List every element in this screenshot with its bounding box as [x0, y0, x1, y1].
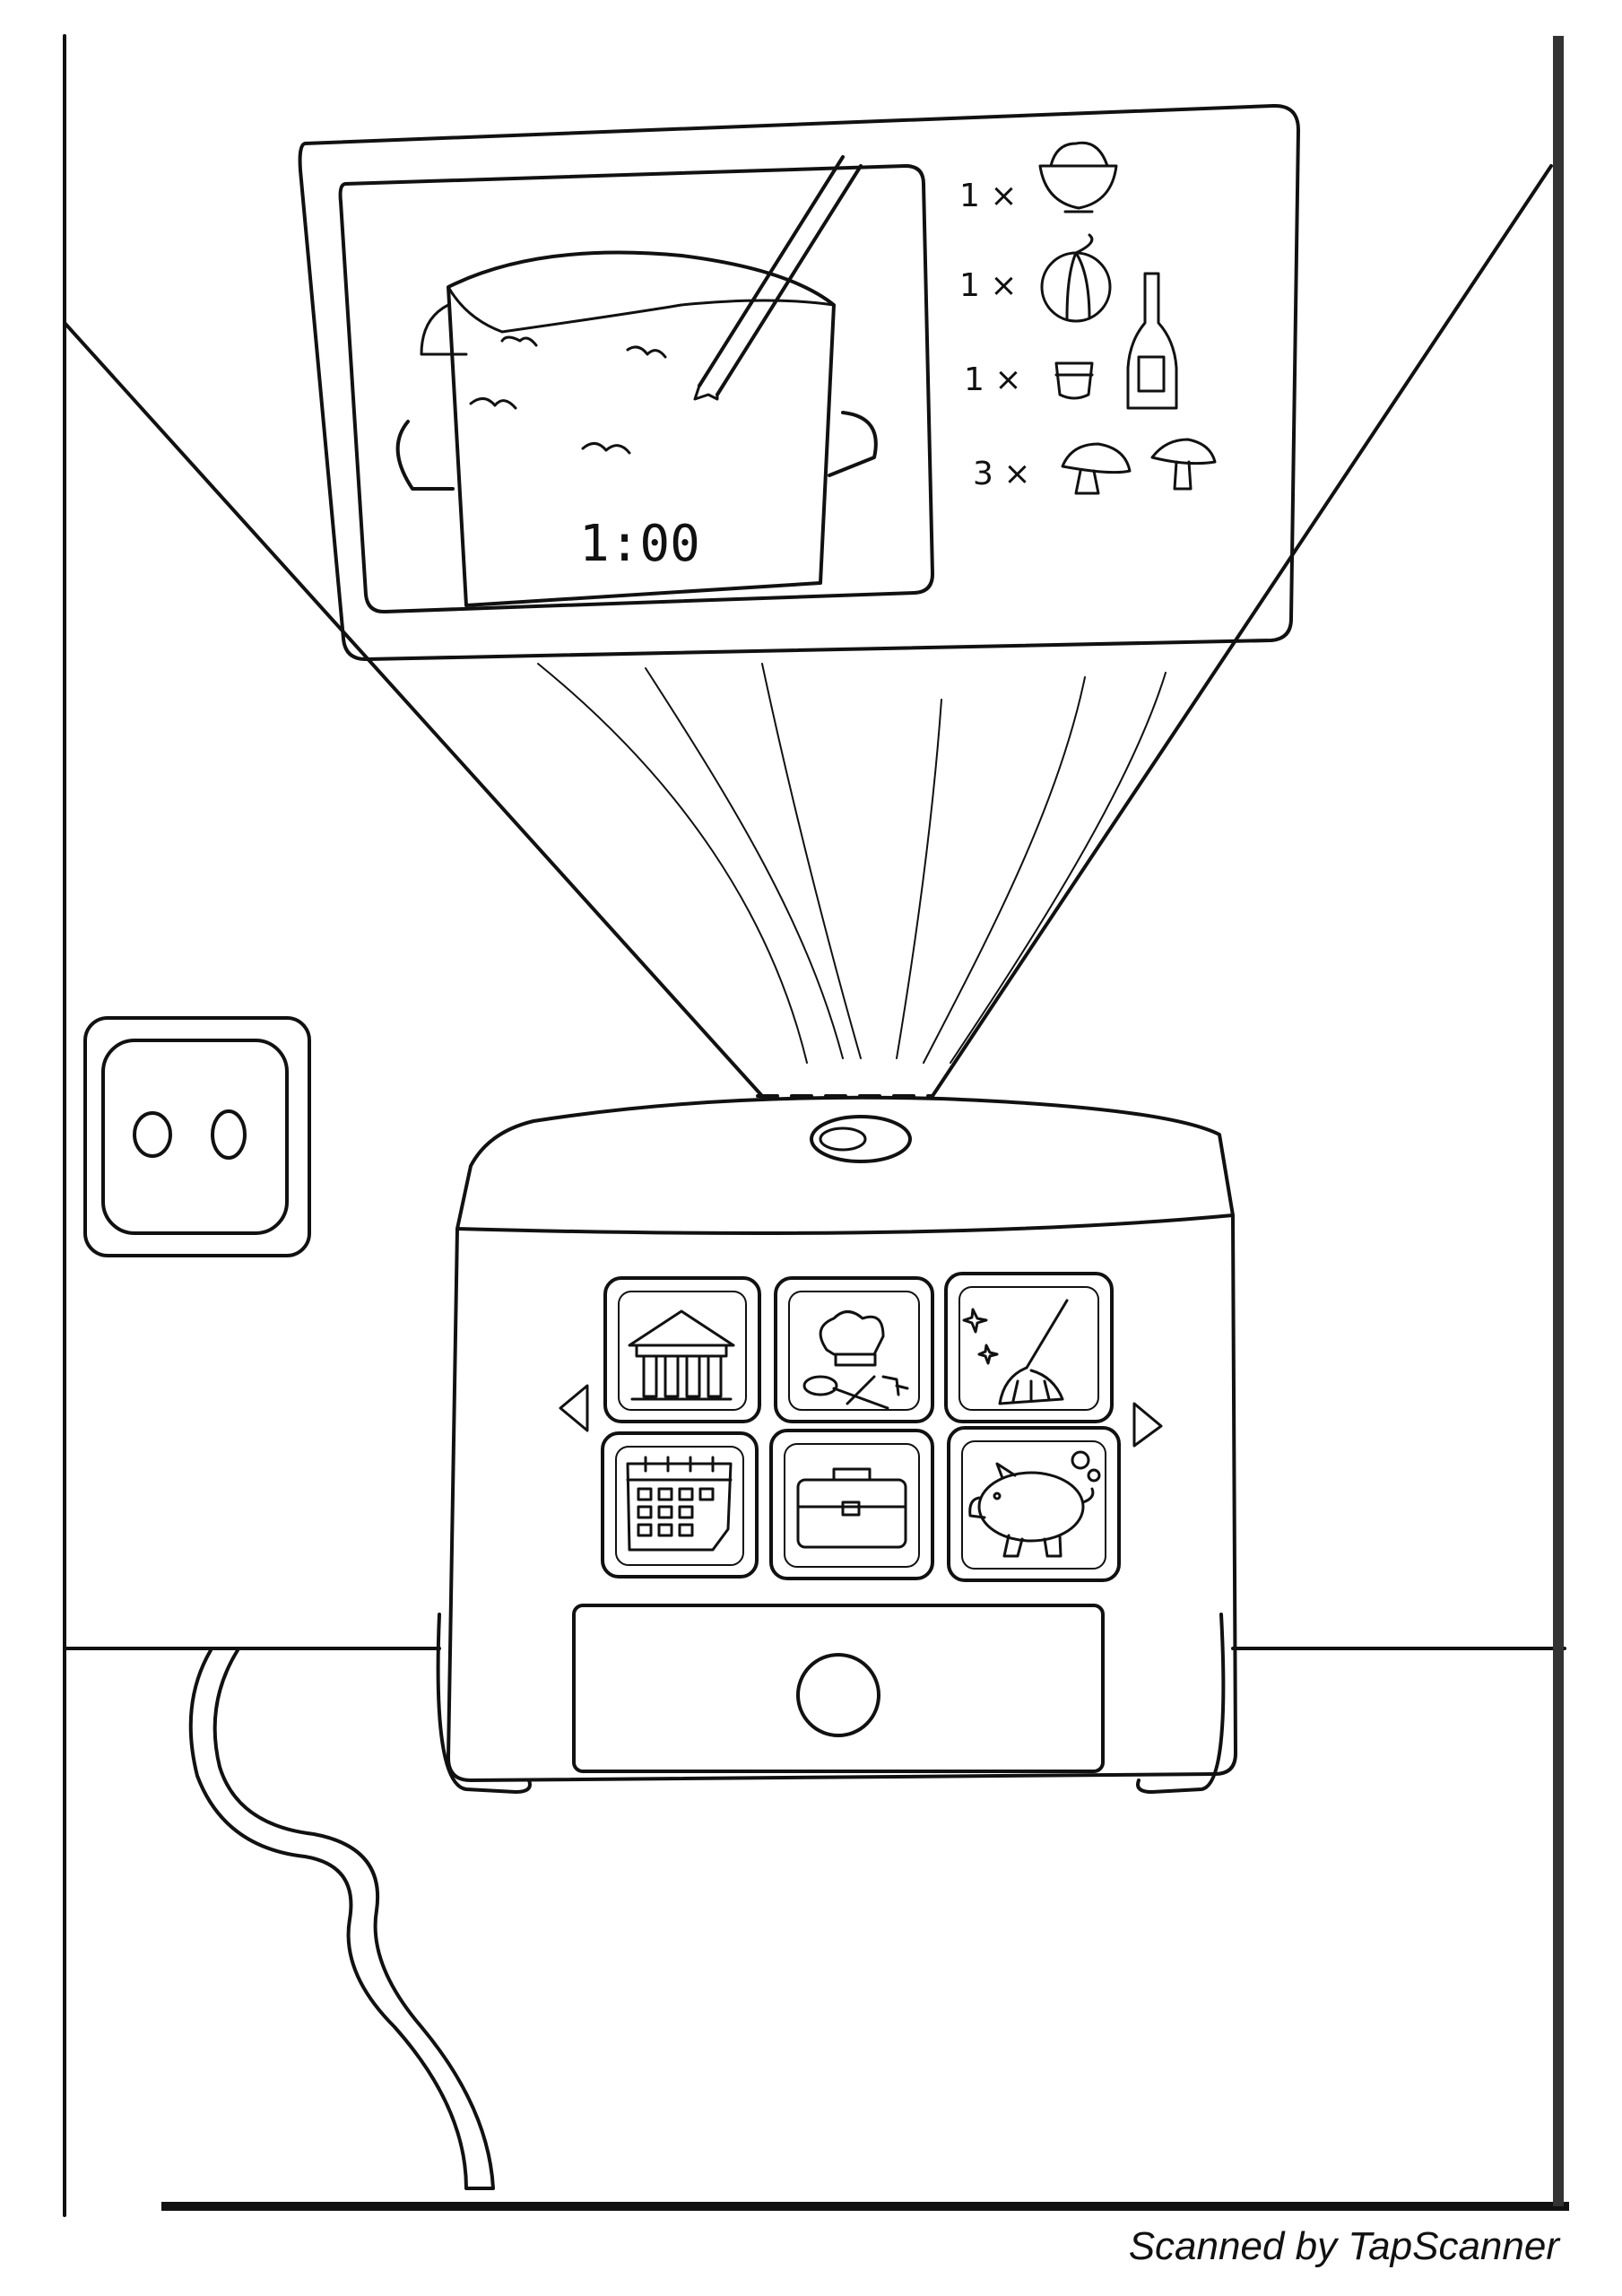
bottom-scan-edge	[161, 2202, 1569, 2211]
menu-tile-museum[interactable]	[603, 1276, 761, 1423]
power-cable	[188, 1648, 495, 2190]
device-wheel-right	[1136, 1613, 1226, 1794]
cleaning-broom-icon	[962, 1299, 1069, 1405]
menu-tile-cleaning[interactable]	[944, 1272, 1114, 1423]
projected-recipe-screen: 1:00 1 × 1 × 1 ×	[298, 103, 1300, 662]
ingredient-list: 1 × 1 × 1 ×	[959, 141, 1217, 495]
device-body	[447, 1213, 1237, 1782]
museum-icon	[628, 1309, 735, 1401]
piggy-bank-icon	[968, 1450, 1101, 1558]
wine-bottle-icon	[1126, 272, 1178, 410]
cooking-timer: 1:00	[579, 515, 700, 573]
projection-beam	[63, 164, 1553, 1098]
video-frame	[338, 164, 934, 614]
briefcase-icon	[796, 1467, 907, 1549]
rice-bowl-icon	[1038, 141, 1118, 213]
menu-tile-savings[interactable]	[947, 1426, 1121, 1582]
ingredient-qty-4: 3 ×	[973, 456, 1031, 492]
projector-lens[interactable]	[810, 1115, 912, 1163]
socket-hole-right	[211, 1109, 247, 1160]
menu-tile-cooking[interactable]	[774, 1276, 934, 1423]
device-menu-screen	[559, 1272, 1163, 1582]
socket-hole-left	[133, 1111, 172, 1158]
cooking-pot-illustration	[395, 155, 878, 607]
cup-icon	[1054, 361, 1094, 400]
scanner-watermark: Scanned by TapScanner	[1128, 2224, 1559, 2268]
device-drawer[interactable]	[572, 1604, 1105, 1773]
menu-tile-work[interactable]	[769, 1429, 934, 1580]
ingredient-qty-2: 1 ×	[959, 267, 1018, 304]
onion-icon	[1040, 233, 1112, 323]
device-wheel-left	[436, 1613, 532, 1794]
nav-left-arrow[interactable]	[559, 1384, 589, 1432]
wall-socket	[83, 1016, 311, 1257]
ingredient-qty-3: 1 ×	[964, 361, 1022, 398]
calendar-icon	[626, 1456, 733, 1552]
drawer-knob[interactable]	[796, 1653, 880, 1737]
nav-right-arrow[interactable]	[1132, 1402, 1163, 1448]
projection-frame	[298, 103, 1300, 662]
projector-device	[436, 1094, 1237, 1794]
right-scan-edge	[1553, 36, 1564, 2206]
chef-cooking-icon	[802, 1310, 909, 1410]
ingredient-qty-1: 1 ×	[959, 178, 1018, 214]
menu-tile-calendar[interactable]	[601, 1431, 759, 1578]
projector-lens-inner	[819, 1126, 867, 1152]
mushroom-icon	[1061, 438, 1217, 495]
